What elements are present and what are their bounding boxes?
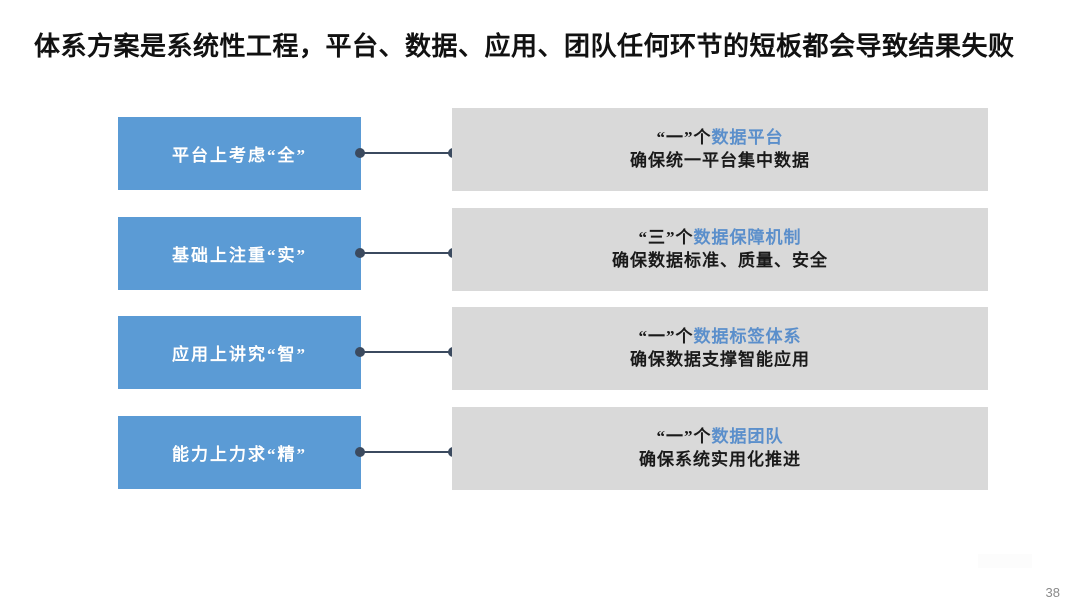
detail-subtext: 确保数据支撑智能应用 [630, 349, 810, 369]
detail-box-application[interactable]: “一”个数据标签体系 确保数据支撑智能应用 [452, 307, 988, 390]
detail-heading-accent: 数据团队 [711, 426, 784, 446]
connector-line [355, 248, 458, 258]
pillar-box-label: 能力上力求“精” [172, 445, 307, 464]
pillar-box-foundation[interactable]: 基础上注重“实” [118, 217, 361, 290]
connector-stroke [358, 252, 455, 254]
pillar-box-label: 基础上注重“实” [172, 246, 307, 265]
detail-heading: “三”个数据保障机制 [639, 227, 802, 250]
detail-subtext: 确保系统实用化推进 [639, 449, 801, 469]
pillar-box-label: 应用上讲究“智” [172, 345, 307, 364]
page-title: 体系方案是系统性工程，平台、数据、应用、团队任何环节的短板都会导致结果失败 [34, 32, 1015, 61]
pillar-row: 应用上讲究“智” “一”个数据标签体系 确保数据支撑智能应用 [0, 307, 1080, 407]
detail-heading-prefix: “三”个 [638, 227, 694, 247]
connector-stroke [358, 152, 455, 154]
detail-heading-accent: 数据保障机制 [693, 227, 802, 247]
pillar-row: 平台上考虑“全” “一”个数据平台 确保统一平台集中数据 [0, 108, 1080, 208]
connector-line [355, 447, 458, 457]
page-number: 38 [1045, 585, 1060, 600]
connector-line [355, 347, 458, 357]
detail-heading-prefix: “一”个 [656, 127, 712, 147]
detail-box-capability[interactable]: “一”个数据团队 确保系统实用化推进 [452, 407, 988, 490]
detail-heading: “一”个数据团队 [657, 426, 784, 449]
detail-heading-accent: 数据平台 [711, 127, 784, 147]
detail-heading: “一”个数据标签体系 [639, 326, 802, 349]
detail-box-foundation[interactable]: “三”个数据保障机制 确保数据标准、质量、安全 [452, 208, 988, 291]
pillar-box-capability[interactable]: 能力上力求“精” [118, 416, 361, 489]
corner-watermark [978, 554, 1032, 568]
connector-stroke [358, 451, 455, 453]
pillar-row: 基础上注重“实” “三”个数据保障机制 确保数据标准、质量、安全 [0, 208, 1080, 308]
detail-box-platform[interactable]: “一”个数据平台 确保统一平台集中数据 [452, 108, 988, 191]
pillar-row: 能力上力求“精” “一”个数据团队 确保系统实用化推进 [0, 407, 1080, 507]
detail-heading-accent: 数据标签体系 [693, 326, 802, 346]
detail-subtext: 确保数据标准、质量、安全 [612, 250, 828, 270]
detail-heading: “一”个数据平台 [657, 127, 784, 150]
detail-heading-prefix: “一”个 [638, 326, 694, 346]
detail-heading-prefix: “一”个 [656, 426, 712, 446]
pillar-box-platform[interactable]: 平台上考虑“全” [118, 117, 361, 190]
pillar-box-application[interactable]: 应用上讲究“智” [118, 316, 361, 389]
connector-line [355, 148, 458, 158]
connector-stroke [358, 351, 455, 353]
detail-subtext: 确保统一平台集中数据 [630, 150, 810, 170]
pillar-box-label: 平台上考虑“全” [172, 146, 307, 165]
